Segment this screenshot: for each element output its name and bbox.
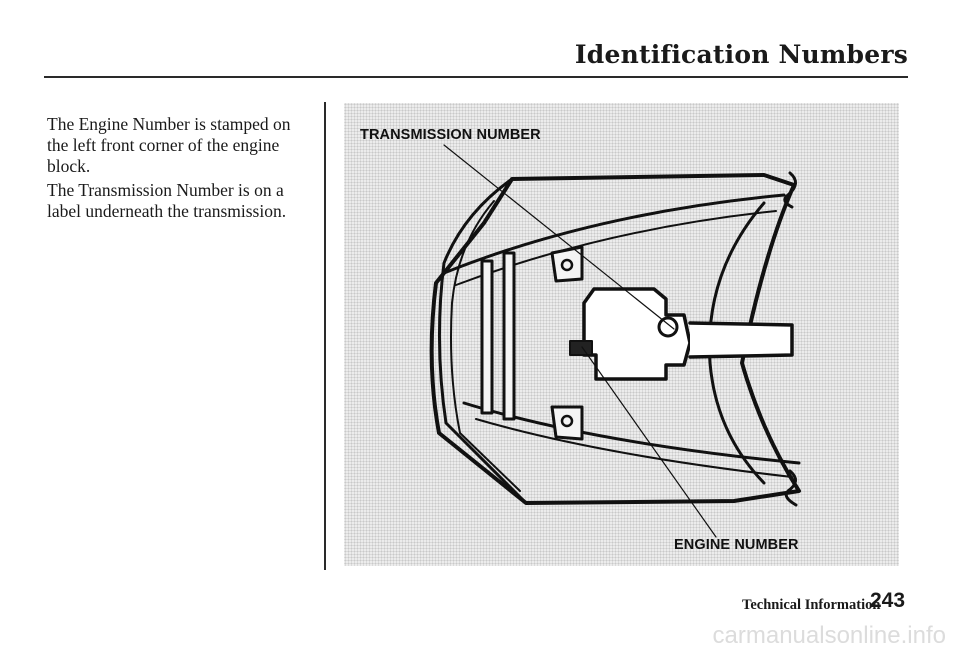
lower-mount — [550, 405, 584, 441]
engine-block — [582, 287, 692, 381]
engine-number-callout: ENGINE NUMBER — [674, 537, 799, 553]
upper-crossmember — [442, 193, 786, 275]
transmission-number-callout: TRANSMISSION NUMBER — [360, 127, 541, 143]
lower-mount-hole — [560, 414, 574, 428]
transmission-label — [657, 316, 679, 338]
right-curve — [707, 201, 766, 485]
watermark-text: carmanualsonline.info — [712, 622, 946, 649]
page-number: 243 — [870, 589, 906, 612]
engine-number-plate — [569, 340, 593, 356]
upper-mount-hole — [560, 258, 574, 272]
upper-crossmember-inner — [455, 210, 777, 286]
transmission-leader-line — [443, 144, 675, 330]
header-rule — [44, 76, 908, 78]
column-divider — [324, 102, 326, 570]
left-rail — [480, 259, 494, 415]
upper-right-hook — [783, 171, 797, 209]
upper-mount — [550, 245, 584, 283]
engine-leader-line — [581, 346, 717, 538]
transmission-number-paragraph: The Transmission Number is on a label un… — [47, 180, 287, 221]
left-fender-inner — [450, 200, 521, 492]
frame-outline — [429, 173, 801, 505]
section-title: Identification Numbers — [574, 40, 908, 69]
lower-crossmember-inner — [475, 418, 793, 478]
transmission-shaft — [688, 321, 794, 359]
lower-crossmember — [462, 401, 801, 465]
engine-number-paragraph: The Engine Number is stamped on the left… — [47, 114, 291, 176]
left-rail-2 — [502, 251, 516, 421]
engine-bay-figure: TRANSMISSION NUMBER ENGINE NUMBER — [344, 103, 899, 566]
lower-right-hook — [784, 469, 798, 507]
footer-section-label: Technical Information — [742, 597, 881, 613]
engine-bay-illustration — [429, 144, 801, 538]
left-fender — [437, 177, 528, 505]
